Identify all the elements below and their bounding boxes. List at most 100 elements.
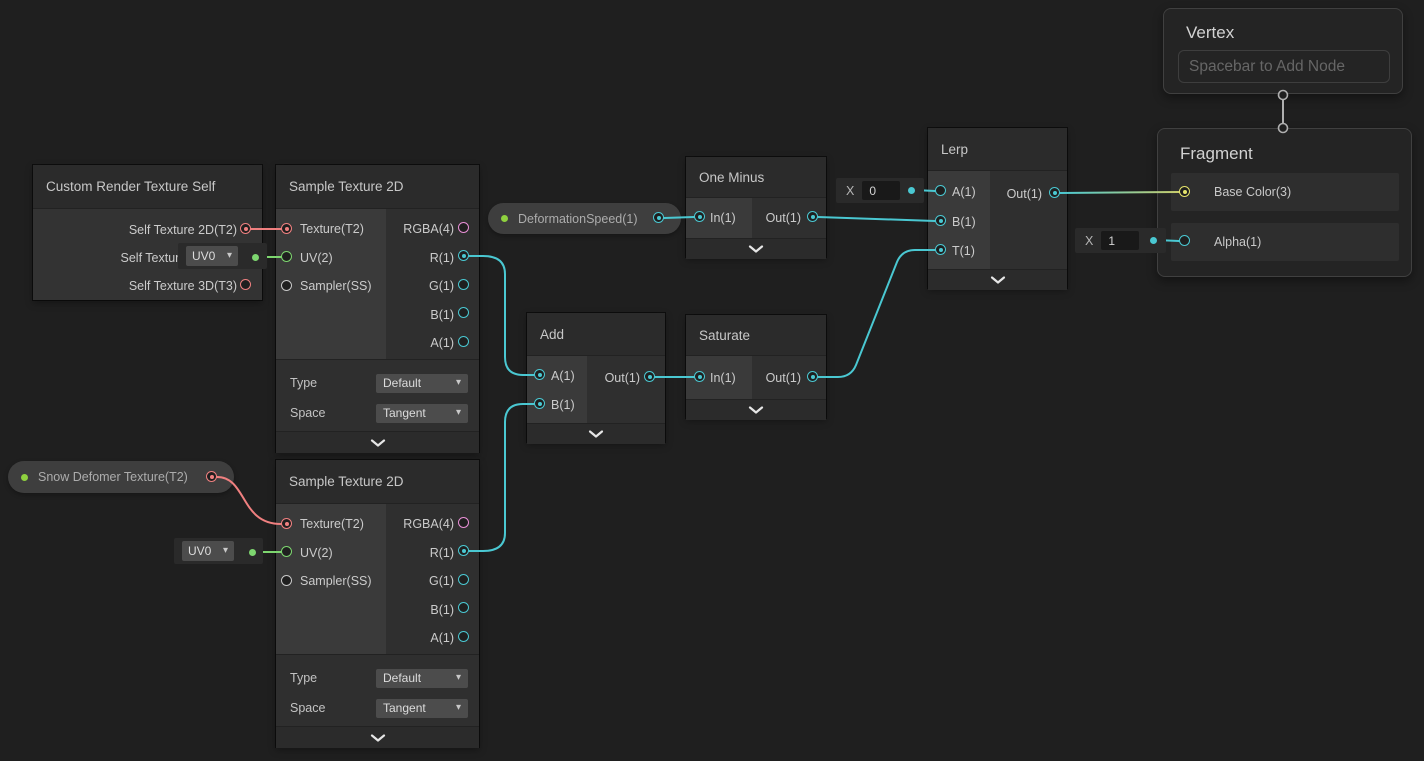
- port-sample1-sampler[interactable]: [281, 280, 292, 291]
- wire-oneminus-out-to-lerp-b[interactable]: [817, 216, 936, 222]
- collapse-chevron[interactable]: [527, 423, 665, 444]
- crt-output-label: Self Texture 2D(T2): [128, 223, 237, 237]
- dot-sample1-uv-default[interactable]: [252, 254, 259, 261]
- alpha-value-input[interactable]: 1: [1101, 231, 1140, 250]
- input-label: Texture(T2): [300, 517, 364, 532]
- port-sample1-texture[interactable]: [281, 223, 292, 234]
- port-sample2-b[interactable]: [458, 602, 469, 613]
- exposed-property-dot: [501, 215, 508, 222]
- spacebar-add-node-placeholder[interactable]: Spacebar to Add Node: [1178, 50, 1390, 83]
- chevron-down-icon: ▾: [455, 672, 461, 683]
- type-label: Type: [290, 376, 318, 390]
- port-sample2-rgba[interactable]: [458, 517, 469, 528]
- port-sample1-g[interactable]: [458, 279, 469, 290]
- port-sample2-a[interactable]: [458, 631, 469, 642]
- node-fragment-master[interactable]: Fragment Base Color(3) Alpha(1): [1157, 128, 1412, 277]
- output-label: G(1): [429, 574, 454, 589]
- space-value: Tangent: [383, 406, 426, 420]
- port-sample1-rgba[interactable]: [458, 222, 469, 233]
- output-label: RGBA(4): [403, 222, 454, 237]
- input-label: A(1): [952, 185, 976, 200]
- port-fragment-base-color[interactable]: [1179, 186, 1190, 197]
- chevron-down-icon: [370, 438, 385, 447]
- port-crt-self-texture-2d[interactable]: [240, 223, 251, 234]
- output-label: R(1): [429, 545, 454, 560]
- base-color-label: Base Color(3): [1214, 185, 1292, 199]
- output-label: Out(1): [604, 371, 640, 385]
- x-label: X: [846, 183, 855, 198]
- port-sample2-sampler[interactable]: [281, 575, 292, 586]
- space-value: Tangent: [383, 701, 426, 715]
- fragment-alpha-row[interactable]: Alpha(1): [1171, 223, 1399, 261]
- chevron-down-icon: ▾: [455, 377, 461, 388]
- lerp-a-value-input[interactable]: 0: [862, 181, 901, 200]
- sample1-uv-channel-dropdown[interactable]: UV0 ▾: [186, 246, 238, 266]
- space-dropdown[interactable]: Tangent▾: [376, 698, 468, 718]
- port-sample2-uv[interactable]: [281, 546, 292, 557]
- port-sample2-r[interactable]: [458, 545, 469, 556]
- chevron-down-icon: ▾: [222, 545, 228, 556]
- collapse-chevron[interactable]: [686, 238, 826, 259]
- property-label: DeformationSpeed(1): [518, 211, 638, 226]
- alpha-label: Alpha(1): [1214, 235, 1262, 249]
- output-label: B(1): [430, 307, 454, 322]
- node-custom-render-texture-self[interactable]: Custom Render Texture Self Self Texture …: [33, 165, 262, 300]
- port-lerp-out[interactable]: [1049, 187, 1060, 198]
- space-dropdown[interactable]: Tangent▾: [376, 403, 468, 423]
- sample2-uv-channel-dropdown[interactable]: UV0 ▾: [182, 541, 234, 561]
- node-sample-texture-2d-1[interactable]: Sample Texture 2D Texture(T2) UV(2) Samp…: [276, 165, 479, 453]
- port-lerp-t[interactable]: [935, 244, 946, 255]
- dot-alpha-default[interactable]: [1150, 237, 1157, 244]
- dot-lerp-a-default[interactable]: [908, 187, 915, 194]
- port-saturate-in[interactable]: [694, 371, 705, 382]
- port-lerp-b[interactable]: [935, 215, 946, 226]
- collapse-chevron[interactable]: [686, 399, 826, 420]
- port-prop-deformation-speed[interactable]: [653, 212, 664, 223]
- port-sample1-b[interactable]: [458, 307, 469, 318]
- node-one-minus[interactable]: One Minus In(1) Out(1): [686, 157, 826, 259]
- port-sample1-r[interactable]: [458, 250, 469, 261]
- port-sample1-a[interactable]: [458, 336, 469, 347]
- output-label: A(1): [430, 631, 454, 646]
- uv-channel-value: UV0: [192, 249, 216, 263]
- port-add-b[interactable]: [534, 398, 545, 409]
- port-saturate-out[interactable]: [807, 371, 818, 382]
- port-oneminus-out[interactable]: [807, 211, 818, 222]
- node-lerp[interactable]: Lerp A(1) B(1) T(1) Out(1): [928, 128, 1067, 290]
- port-lerp-a[interactable]: [935, 185, 946, 196]
- output-label: Out(1): [765, 371, 801, 385]
- node-sample-texture-2d-2[interactable]: Sample Texture 2D Texture(T2) UV(2) Samp…: [276, 460, 479, 748]
- chevron-down-icon: ▾: [226, 250, 232, 261]
- port-crt-self-texture-3d[interactable]: [240, 279, 251, 290]
- uv-channel-value: UV0: [188, 544, 212, 558]
- collapse-chevron[interactable]: [276, 431, 479, 453]
- port-sample2-texture[interactable]: [281, 518, 292, 529]
- property-snow-deformer-texture[interactable]: Snow Defomer Texture(T2): [8, 461, 234, 493]
- node-add[interactable]: Add A(1) B(1) Out(1): [527, 313, 665, 444]
- type-dropdown[interactable]: Default▾: [376, 373, 468, 393]
- port-add-a[interactable]: [534, 369, 545, 380]
- output-label: RGBA(4): [403, 517, 454, 532]
- node-saturate[interactable]: Saturate In(1) Out(1): [686, 315, 826, 420]
- node-title: Sample Texture 2D: [289, 179, 404, 194]
- property-deformation-speed[interactable]: DeformationSpeed(1): [488, 203, 681, 234]
- input-label: B(1): [551, 398, 575, 412]
- node-title: Sample Texture 2D: [289, 474, 404, 489]
- port-add-out[interactable]: [644, 371, 655, 382]
- port-sample2-g[interactable]: [458, 574, 469, 585]
- wire-saturate-out-to-lerp-t[interactable]: [817, 249, 936, 378]
- port-fragment-alpha[interactable]: [1179, 235, 1190, 246]
- fragment-base-color-row[interactable]: Base Color(3): [1171, 173, 1399, 211]
- collapse-chevron[interactable]: [928, 269, 1067, 290]
- input-label: Sampler(SS): [300, 279, 372, 294]
- type-label: Type: [290, 671, 318, 685]
- collapse-chevron[interactable]: [276, 726, 479, 748]
- port-prop-snow-deformer[interactable]: [206, 471, 217, 482]
- node-vertex-master[interactable]: Vertex Spacebar to Add Node: [1163, 8, 1403, 94]
- dot-sample2-uv-default[interactable]: [249, 549, 256, 556]
- node-title: One Minus: [699, 169, 765, 185]
- port-sample1-uv[interactable]: [281, 251, 292, 262]
- port-oneminus-in[interactable]: [694, 211, 705, 222]
- type-dropdown[interactable]: Default▾: [376, 668, 468, 688]
